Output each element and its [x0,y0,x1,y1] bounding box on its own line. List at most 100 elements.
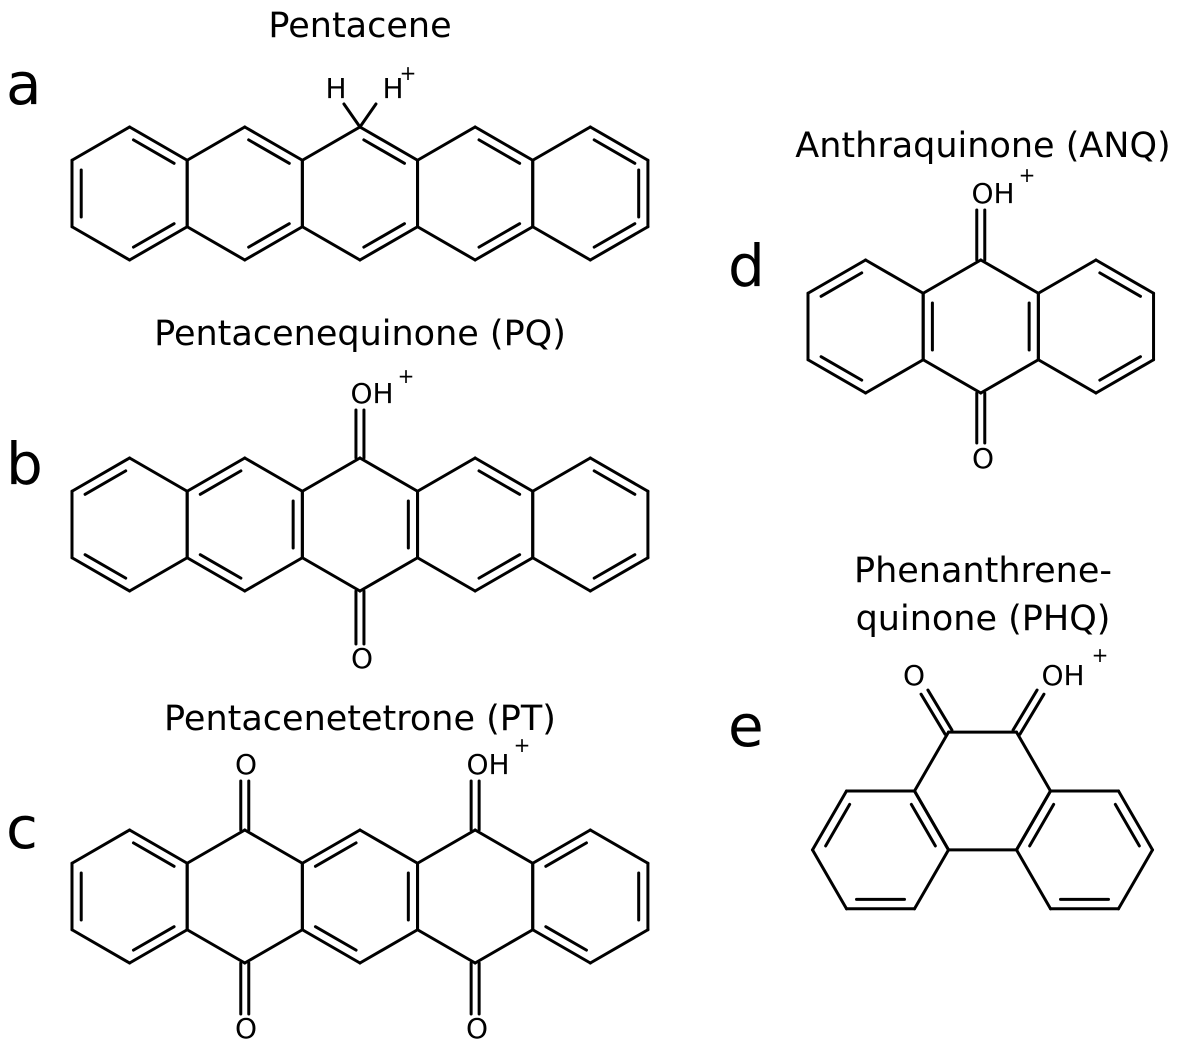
ring-bond [70,125,132,162]
oh-group-label: OH [466,748,509,781]
double-bond-inner-line [1098,355,1142,382]
ring-bond [185,225,247,262]
oxygen-atom-label: O [972,442,994,475]
ring-bond [300,828,362,865]
ring-bond [70,456,132,493]
anthraquinone-title: Anthraquinone (ANQ) [795,126,1170,166]
ring-bond [358,928,420,965]
pentacene-title: Pentacene [268,6,451,46]
ring-bond [416,125,477,162]
ring-bond [128,928,189,965]
ring-bond [70,556,132,593]
panel-a-pentacene: Pentacene a H H + [6,6,650,262]
double-bond-inner-line [477,222,522,249]
double-bond-inner-line [1028,802,1056,848]
double-bond-inner-line [362,138,406,165]
ring-bond [358,828,420,865]
ring-bond [531,928,592,965]
double-bond-inner-line [247,222,291,249]
double-bond-inner-line [819,355,864,382]
ring-bond [1117,789,1154,852]
ring-bond [416,225,477,262]
oxygen-atom-label: O [903,659,925,692]
ring-bond [416,456,477,493]
double-bond-inner-line [477,138,522,165]
ring-bond [243,225,304,262]
ring-bond [300,928,362,965]
ring-bond [185,928,247,965]
ring-bond [1015,730,1052,793]
double-bond-inner-line [592,222,637,249]
panel-c-pentacenetetrone: Pentacenetetrone (PT) c O OH + O O [6,699,650,1045]
ring-bond [806,258,868,295]
ring-bond [588,225,650,262]
hydrogen-atom-label: H [325,72,346,105]
oxygen-atom-label: O [351,642,373,675]
ring-bond [531,828,592,865]
panel-e-phenanthrenequinone: Phenanthrene- quinone (PHQ) e O OH + [728,551,1154,911]
ring-bond [1036,258,1098,295]
panel-letter-e: e [728,692,764,760]
ring-bond [358,125,420,162]
double-bond-inner-line [131,841,176,868]
ring-bond [913,789,950,852]
ring-bond [473,828,535,865]
double-bond-inner-line [83,469,128,496]
ring-bond [185,828,247,865]
ring-bond [300,225,362,262]
pentacenequinone-structure [70,408,650,646]
ring-bond [128,125,189,162]
double-bond-inner-line [909,802,937,848]
positive-charge: + [1092,643,1109,667]
panel-d-anthraquinone: Anthraquinone (ANQ) d OH + O [728,126,1171,475]
double-bond-inner-line [592,138,637,165]
ring-bond [128,456,189,493]
ring-bond [1036,358,1098,395]
double-bond-inner-line [247,138,291,165]
ring-bond [70,225,132,262]
oh-group-label: OH [971,177,1014,210]
pentacenetetrone-structure [70,779,650,1016]
positive-charge: + [400,61,417,85]
ring-bond [473,125,535,162]
ring-bond [358,225,420,262]
double-bond-inner-line [592,553,637,580]
ring-bond [416,928,477,965]
ring-bond [921,358,983,395]
ring-bond [358,456,420,493]
panel-b-pentacenequinone: Pentacenequinone (PQ) b OH + O [6,314,650,675]
ring-bond [531,556,592,593]
double-bond-inner-line [131,222,176,249]
ring-bond [1117,848,1154,911]
ch-bond [342,102,362,129]
ring-bond [128,556,189,593]
phenanthrenequinone-title-line1: Phenanthrene- [854,551,1112,591]
positive-charge: + [398,364,415,388]
ring-bond [300,456,362,493]
ring-bond [806,358,868,395]
ring-bond [531,225,592,262]
ring-bond [811,789,848,852]
double-bond-inner-line [824,802,852,848]
double-bond-inner-line [131,925,176,952]
ring-bond [1015,848,1052,911]
ring-bond [243,125,304,162]
anthraquinone-structure [806,208,1156,445]
ring-bond [588,125,650,162]
ring-bond [70,828,132,865]
ring-bond [300,556,362,593]
ring-bond [300,125,362,162]
ring-bond [913,848,950,911]
ring-bond [128,828,189,865]
ring-bond [588,556,650,593]
double-bond-inner-line [819,271,864,298]
ring-bond [588,456,650,493]
positive-charge: + [514,733,531,757]
phenanthrenequinone-title-line2: quinone (PHQ) [856,599,1111,639]
positive-charge: + [1019,163,1036,187]
ring-bond [473,225,535,262]
hydrogen-atom-label: H [382,72,403,105]
pentacene-structure [70,102,650,262]
panel-letter-b: b [6,430,43,498]
